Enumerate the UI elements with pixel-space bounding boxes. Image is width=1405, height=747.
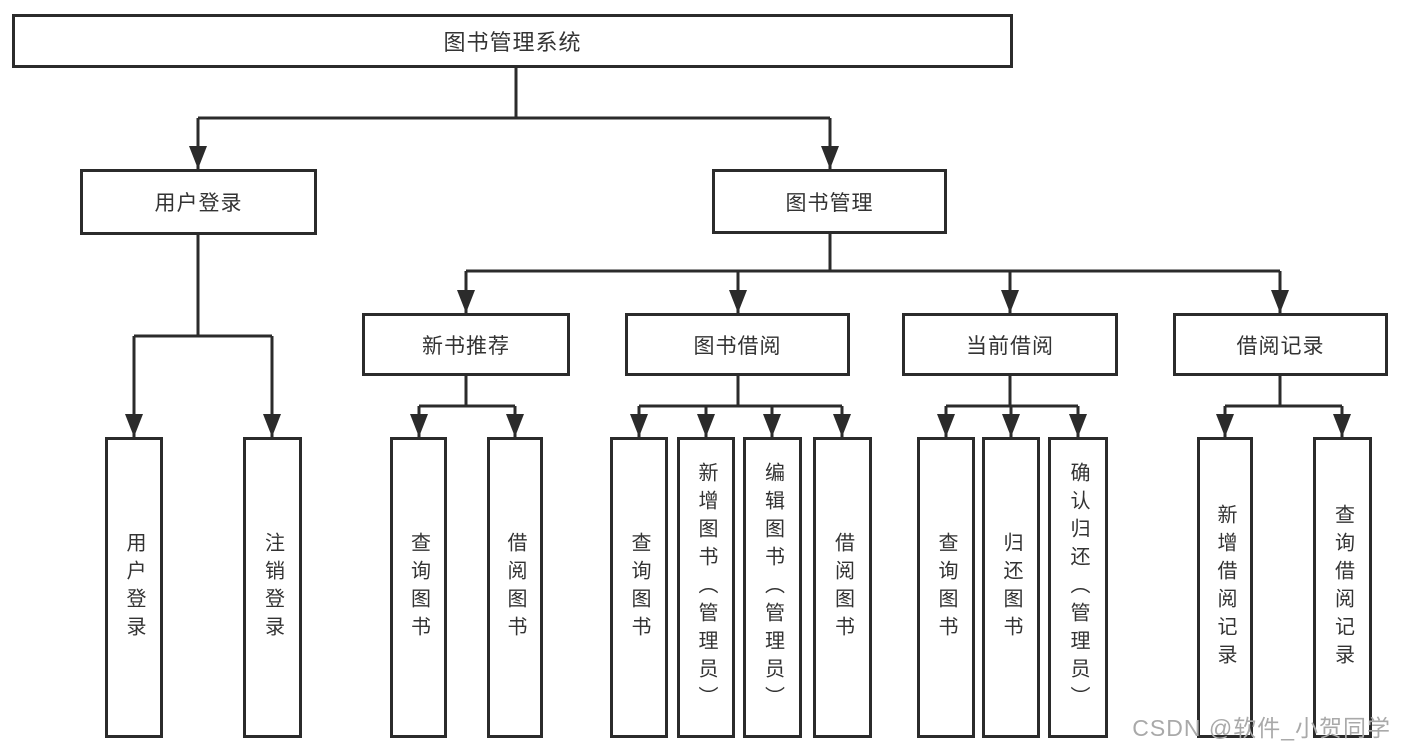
connector-current-borrowing-children [937,376,1087,437]
leaf-label: 查询图书 [935,531,957,644]
connector-borrowing-records-children [1216,376,1351,437]
leaf-label: 确认归还（管理员） [1067,461,1089,714]
node-book-management: 图书管理 [712,169,947,234]
connector-new-book-recommend-children [410,376,524,437]
leaf-query-borrow-record: 查询借阅记录 [1313,437,1372,738]
csdn-watermark: CSDN @软件_小贺同学 [1132,715,1391,741]
node-library-management-system: 图书管理系统 [12,14,1013,68]
leaf-label: 用户登录 [123,531,145,644]
leaf-label: 归还图书 [1000,531,1022,644]
leaf-label: 新增图书（管理员） [695,461,717,714]
leaf-borrow-books-2: 借阅图书 [813,437,872,738]
leaf-query-books-1: 查询图书 [390,437,447,738]
node-borrowing-records: 借阅记录 [1173,313,1388,376]
leaf-edit-book-admin: 编辑图书（管理员） [743,437,802,738]
leaf-label: 编辑图书（管理员） [761,461,784,714]
leaf-query-books-3: 查询图书 [917,437,975,738]
leaf-label: 借阅图书 [504,531,526,644]
leaf-label: 查询图书 [628,531,650,644]
leaf-confirm-return-admin: 确认归还（管理员） [1048,437,1108,738]
connector-root-to-level2 [189,68,839,169]
leaf-label: 查询借阅记录 [1331,503,1354,672]
leaf-logout: 注销登录 [243,437,302,738]
leaf-borrow-books-1: 借阅图书 [487,437,543,738]
leaf-label: 借阅图书 [831,531,854,644]
node-current-borrowing: 当前借阅 [902,313,1118,376]
leaf-label: 查询图书 [407,531,430,644]
leaf-add-borrow-record: 新增借阅记录 [1197,437,1253,738]
leaf-user-login: 用户登录 [105,437,163,738]
node-user-login: 用户登录 [80,169,317,235]
node-book-borrowing: 图书借阅 [625,313,850,376]
leaf-label: 注销登录 [261,531,284,644]
connector-book-borrowing-children [630,376,851,437]
connector-book-management-children [457,234,1289,313]
leaf-query-books-2: 查询图书 [610,437,668,738]
leaf-add-book-admin: 新增图书（管理员） [677,437,735,738]
node-new-book-recommend: 新书推荐 [362,313,570,376]
connector-user-login-children [125,235,281,437]
leaf-label: 新增借阅记录 [1214,503,1236,672]
leaf-return-books: 归还图书 [982,437,1040,738]
